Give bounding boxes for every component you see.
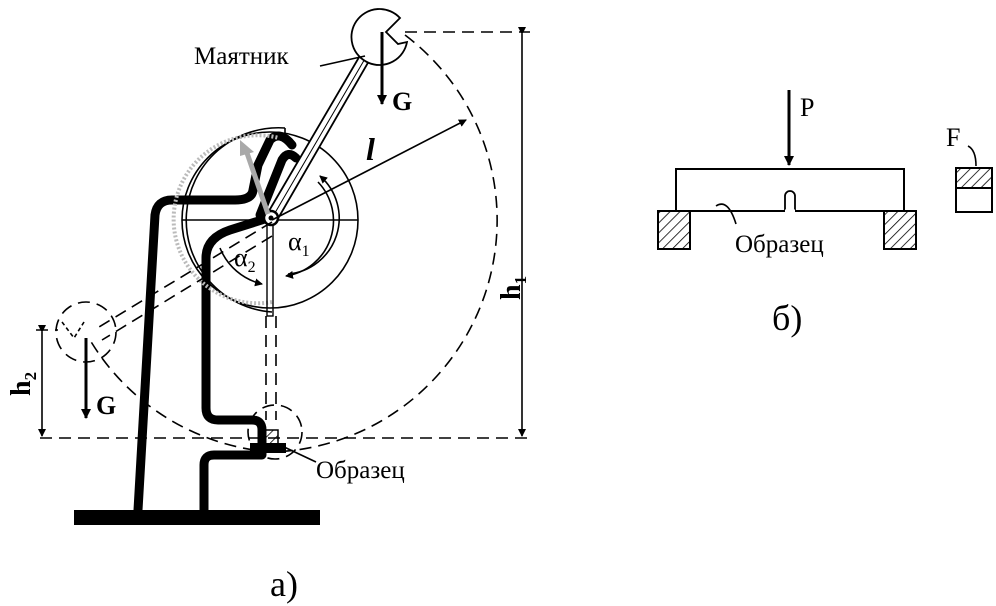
pendulum-label: Маятник [194, 43, 290, 70]
specimen-a [263, 429, 279, 445]
cross-section [955, 145, 993, 213]
length-label: l [366, 131, 375, 167]
area-label: F [946, 123, 960, 152]
alpha2-arc [219, 247, 263, 287]
weight-label-top: G [392, 87, 412, 116]
alpha1-label: α1 [288, 227, 310, 260]
diagram-a: Маятник G G l α1 α2 h1 h2 Образец а) [6, 8, 530, 604]
specimen-label-a: Образец [316, 457, 405, 484]
weight-label-left: G [96, 391, 116, 420]
support-right [883, 210, 917, 250]
indicator-arrow [243, 149, 271, 215]
caption-a: а) [270, 564, 298, 604]
swing-arc [89, 34, 498, 453]
alpha2-label: α2 [234, 243, 256, 276]
h2-label: h2 [6, 372, 40, 396]
diagram-b: P Образец F б) [657, 90, 993, 338]
h1-label: h1 [496, 276, 530, 300]
pendulum-head-bottom [247, 404, 303, 460]
base-plate [74, 510, 320, 525]
support-left [657, 210, 691, 250]
alpha1-arc [287, 175, 340, 275]
length-line [271, 119, 467, 221]
notch [784, 190, 796, 211]
force-label: P [800, 93, 814, 122]
pendulum-head-top [350, 8, 409, 66]
specimen-label-b: Образец [735, 231, 824, 258]
machine-frame [133, 131, 301, 515]
caption-b: б) [772, 298, 802, 338]
